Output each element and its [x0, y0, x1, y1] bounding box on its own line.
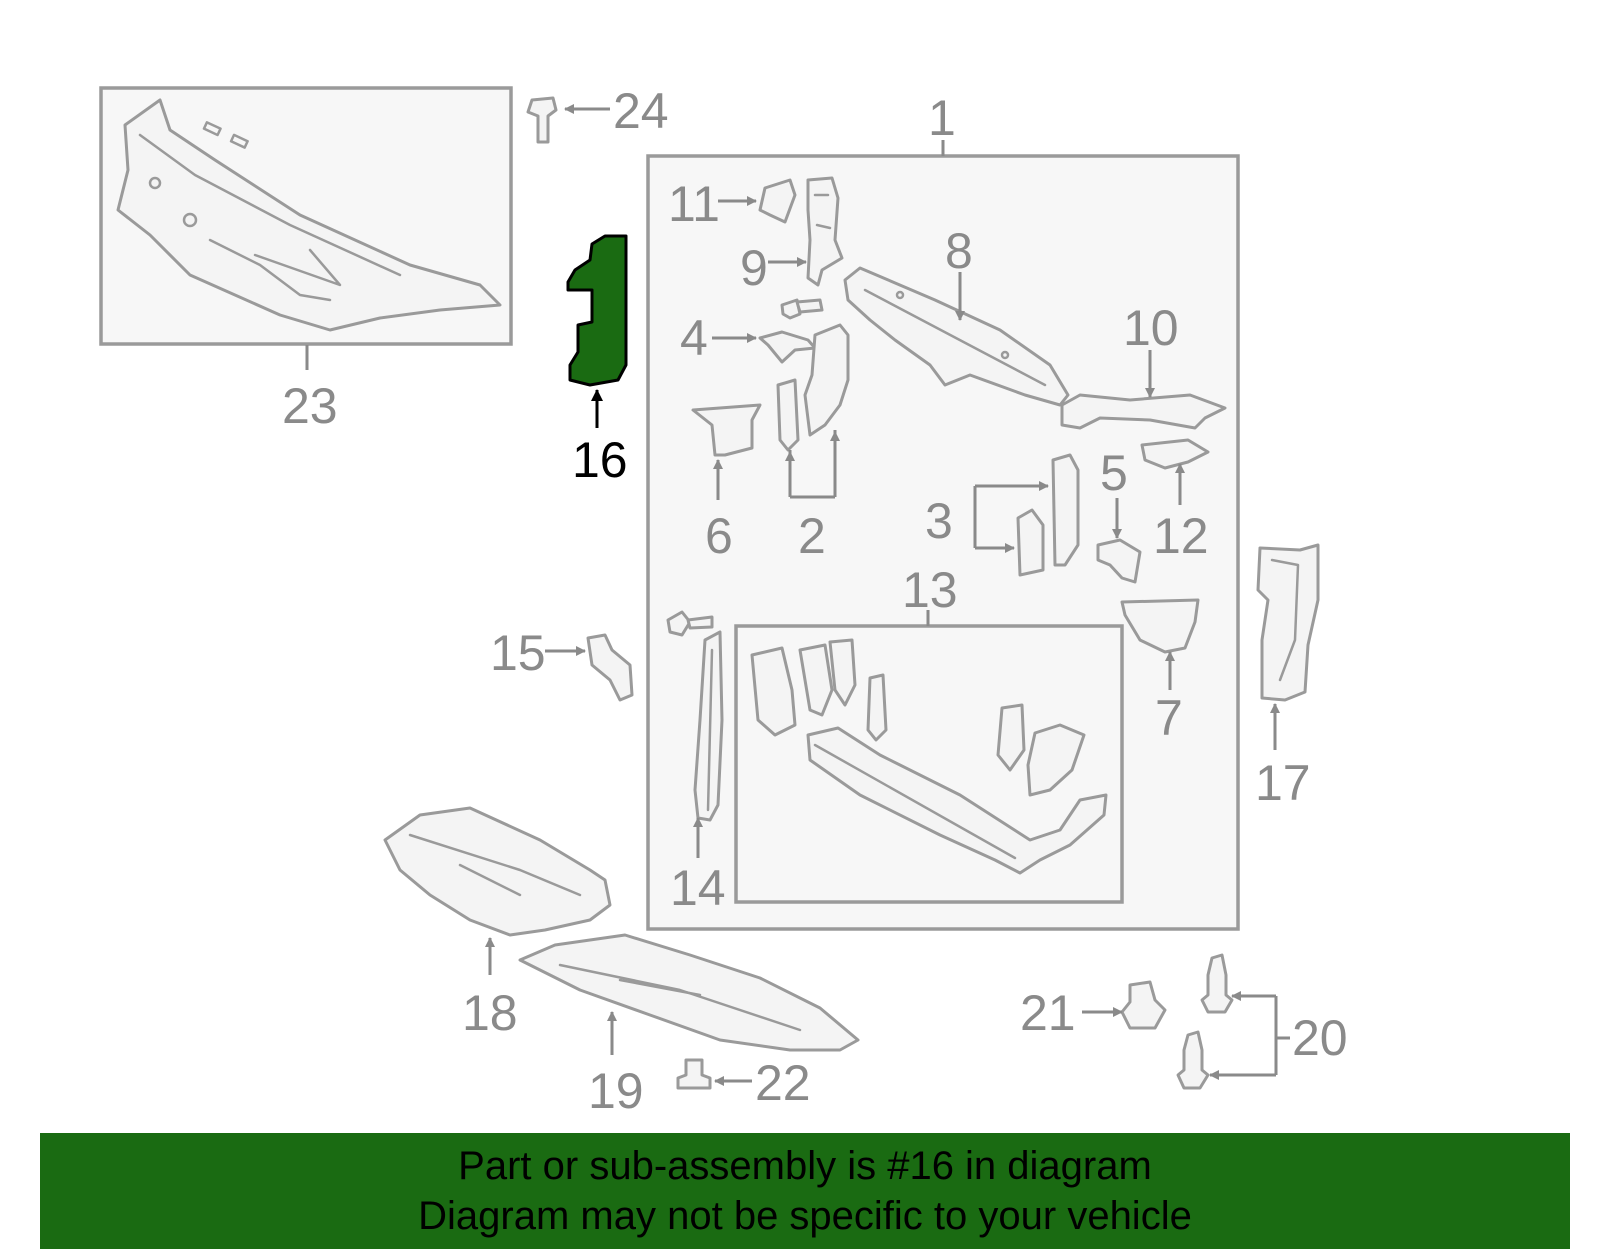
- part-4-bracket[interactable]: [758, 330, 817, 364]
- part-3-upper[interactable]: [1051, 453, 1080, 567]
- callout-4: 4: [680, 310, 708, 366]
- banner-line-1: Part or sub-assembly is #16 in diagram: [458, 1144, 1152, 1188]
- part-23-upper-cover[interactable]: [116, 98, 502, 332]
- callout-9: 9: [740, 240, 768, 296]
- callout-18: 18: [462, 985, 518, 1041]
- callout-22: 22: [755, 1055, 811, 1111]
- banner-line-2: Diagram may not be specific to your vehi…: [418, 1194, 1192, 1238]
- callout-1: 1: [928, 90, 956, 146]
- part-15[interactable]: [586, 633, 634, 702]
- part-4-bolt[interactable]: [780, 298, 824, 320]
- part-9[interactable]: [806, 176, 844, 287]
- part-10[interactable]: [1060, 393, 1227, 430]
- part-22-bolt[interactable]: [676, 1058, 712, 1090]
- callout-2: 2: [798, 508, 826, 564]
- callout-7: 7: [1155, 690, 1183, 746]
- part-20-bolt-lower[interactable]: [1176, 1030, 1210, 1090]
- part-5[interactable]: [1096, 538, 1142, 584]
- part-3-lower[interactable]: [1016, 508, 1045, 577]
- part-2-right[interactable]: [803, 323, 850, 437]
- part-14-bolt[interactable]: [666, 610, 714, 637]
- part-11[interactable]: [758, 178, 797, 224]
- callout-15: 15: [490, 625, 546, 681]
- callout-12: 12: [1153, 508, 1209, 564]
- part-16-highlighted[interactable]: [566, 234, 628, 387]
- callout-10: 10: [1123, 300, 1179, 356]
- callout-14: 14: [670, 860, 726, 916]
- part-13-lower-support[interactable]: [750, 638, 1108, 875]
- callout-24: 24: [613, 83, 669, 139]
- callout-13: 13: [902, 562, 958, 618]
- part-2-left[interactable]: [776, 378, 800, 452]
- callout-3: 3: [925, 493, 953, 549]
- callout-17: 17: [1255, 755, 1311, 811]
- info-banner: Part or sub-assembly is #16 in diagram D…: [40, 1133, 1570, 1249]
- callout-21: 21: [1020, 985, 1076, 1041]
- part-24-clip[interactable]: [526, 96, 558, 144]
- callout-5: 5: [1100, 445, 1128, 501]
- part-19-under-cover[interactable]: [518, 933, 860, 1052]
- callout-19: 19: [588, 1063, 644, 1119]
- callout-6: 6: [705, 508, 733, 564]
- part-14[interactable]: [693, 630, 724, 822]
- part-21-clip[interactable]: [1120, 980, 1167, 1030]
- part-6[interactable]: [691, 403, 762, 457]
- callout-11: 11: [668, 176, 720, 232]
- callout-23: 23: [282, 378, 338, 434]
- callout-8: 8: [945, 223, 973, 279]
- part-20-bolt-upper[interactable]: [1200, 953, 1234, 1014]
- part-18-under-cover[interactable]: [383, 806, 612, 937]
- part-7[interactable]: [1120, 598, 1200, 654]
- part-12[interactable]: [1140, 438, 1210, 470]
- callout-20: 20: [1292, 1010, 1348, 1066]
- part-17[interactable]: [1256, 543, 1320, 702]
- part-8-upper-support[interactable]: [843, 266, 1070, 407]
- callout-16: 16: [572, 432, 628, 488]
